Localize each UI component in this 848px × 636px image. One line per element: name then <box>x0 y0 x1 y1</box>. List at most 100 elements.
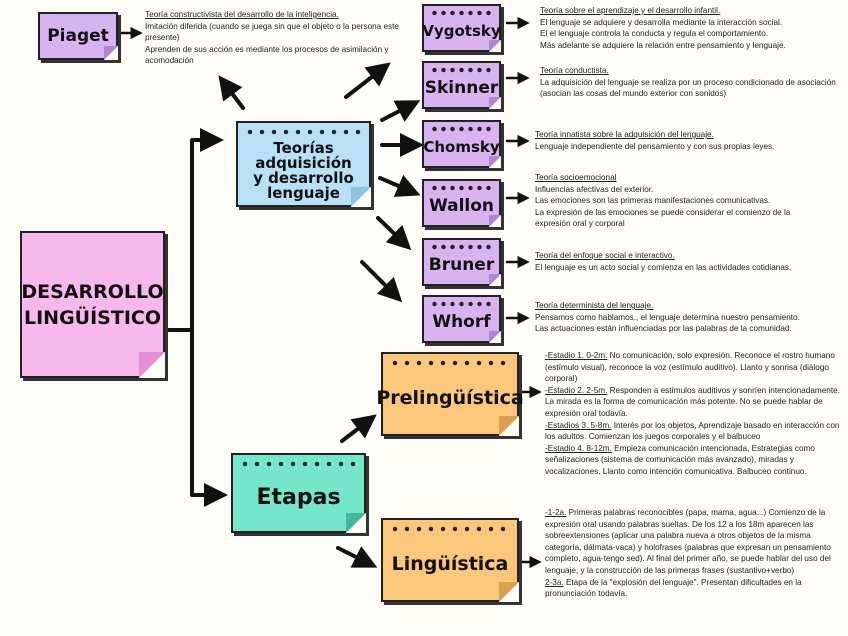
page-curl <box>499 582 519 602</box>
whorf-line: Pensamos como hablamos., el lenguaje det… <box>535 312 800 322</box>
stage-label: -Estadio 4. 8-12m. <box>545 443 612 453</box>
piaget-heading: Teoría constructivista del desarrollo de… <box>145 10 339 19</box>
stage-label: -Estadio 1. 0-2m. <box>545 351 608 360</box>
chomsky-heading: Teoría innatista sobre la adquisición de… <box>535 130 714 139</box>
root-label: DESARROLLO LINGÜÍSTICO <box>21 280 164 329</box>
page-curl <box>104 46 118 60</box>
wallon-description: Teoría socioemocional Influencias afecti… <box>535 172 825 230</box>
skinner-description: Teoría conductista. La adquisición del l… <box>540 65 840 100</box>
whorf-description: Teoría determinista del lenguaje. Pensam… <box>535 300 835 335</box>
arrow-bruner <box>376 216 412 251</box>
prelinguistica-item: -Estadio 2. 2-5m. Responden a estímulos … <box>545 385 840 420</box>
stage-label: -1-2a. <box>545 508 567 517</box>
vygotsky-line: Más adelante se adquiere la relación ent… <box>540 40 786 50</box>
prelinguistica-item: -Estadio 4. 8-12m. Empieza comunicación … <box>545 443 840 478</box>
vygotsky-line: El el lenguaje controla la conducta y re… <box>540 29 769 39</box>
spiral-binding <box>430 67 493 73</box>
chomsky-label: Chomsky <box>423 138 500 156</box>
spiral-binding <box>430 301 493 307</box>
wallon-heading: Teoría socioemocional <box>535 173 617 182</box>
piaget-line: Imitación diferida (cuando se juega sin … <box>145 21 399 43</box>
wallon-line: Las emociones son las primeras manifesta… <box>535 196 771 206</box>
linguistica-description: -1-2a. Primeras palabras reconocibles (p… <box>545 507 840 600</box>
wallon-line: La expresión de las emociones se puede c… <box>535 207 791 229</box>
spiral-binding <box>389 526 511 532</box>
spiral-binding <box>239 461 358 467</box>
vygotsky-label: Vygotsky <box>422 22 501 40</box>
prelinguistica-label: Prelingüística <box>376 387 524 409</box>
page-curl <box>489 97 501 109</box>
wallon-label: Wallon <box>428 196 495 216</box>
root-to-teorias-connector <box>163 128 224 332</box>
arrow-skinner <box>380 100 421 122</box>
stage-text: Etapa de la "explosión del lenguaje". Pr… <box>545 577 802 599</box>
whorf-line: Las actuaciones están influenciadas por … <box>535 324 792 334</box>
piaget-label: Piaget <box>47 26 109 46</box>
page-curl <box>346 513 366 533</box>
root-to-etapas-connector <box>190 328 228 507</box>
prelinguistica-item: -Estadio 1. 0-2m. No comunicación, solo … <box>545 350 840 385</box>
whorf-heading: Teoría determinista del lenguaje. <box>535 301 654 310</box>
etapas-node[interactable]: Etapas <box>231 453 366 533</box>
page-curl <box>489 215 501 227</box>
spiral-binding <box>430 126 493 132</box>
stage-label: -Estadio 2. 2-5m. <box>545 385 608 395</box>
skinner-node[interactable]: Skinner <box>422 61 501 109</box>
root-node[interactable]: DESARROLLO LINGÜÍSTICO <box>20 231 165 378</box>
etapas-label: Etapas <box>256 484 341 510</box>
prelinguistica-description: -Estadio 1. 0-2m. No comunicación, solo … <box>545 350 840 478</box>
arrow-piaget <box>218 75 245 110</box>
stage-text: Interés por los objetos, Aprendizaje bas… <box>545 420 840 442</box>
stage-text: Primeras palabras reconocibles (papa, ma… <box>545 508 831 575</box>
prelinguistica-node[interactable]: Prelingüística <box>376 352 524 436</box>
page-curl <box>489 331 501 343</box>
bruner-description: Teoría del enfoque social e interactivo.… <box>535 250 835 273</box>
skinner-label: Skinner <box>424 78 499 98</box>
page-curl <box>489 274 501 286</box>
arrow-wallon <box>378 174 421 197</box>
chomsky-node[interactable]: Chomsky <box>422 120 501 168</box>
spiral-binding <box>430 10 493 16</box>
stage-label: 2-3a. <box>545 577 564 587</box>
prelinguistica-item: -Estadios 3. 5-8m. Interés por los objet… <box>545 420 840 443</box>
linguistica-node[interactable]: Lingüística <box>381 518 519 602</box>
bruner-line: El lenguaje es un acto social y comienza… <box>535 262 792 272</box>
spiral-binding <box>244 129 363 135</box>
wallon-node[interactable]: Wallon <box>422 179 501 227</box>
piaget-node[interactable]: Piaget <box>38 12 118 60</box>
vygotsky-heading: Teoría sobre el aprendizaje y el desarro… <box>540 6 721 15</box>
skinner-line: La adquisición del lenguaje se realiza p… <box>540 77 836 99</box>
arrow-vygotsky <box>344 62 391 99</box>
bruner-heading: Teoría del enfoque social e interactivo. <box>535 251 675 260</box>
stage-text: No comunicación, solo expresión. Reconoc… <box>545 351 835 384</box>
linguistica-item: 2-3a. Etapa de la "explosión del lenguaj… <box>545 577 840 600</box>
bruner-label: Bruner <box>428 255 495 275</box>
chomsky-line: Lenguaje independiente del pensamiento y… <box>535 141 775 151</box>
piaget-description: Teoría constructivista del desarrollo de… <box>145 9 420 67</box>
spiral-binding <box>430 244 493 250</box>
linguistica-label: Lingüística <box>391 553 509 575</box>
arrow-prelinguistica <box>340 414 377 443</box>
page-curl <box>499 416 519 436</box>
page-curl <box>489 156 501 168</box>
page-curl <box>351 187 371 207</box>
whorf-node[interactable]: Whorf <box>422 295 501 343</box>
vygotsky-node[interactable]: Vygotsky <box>422 4 501 52</box>
wallon-line: Influencias afectivas del exterior. <box>535 184 654 194</box>
spiral-binding <box>389 360 511 366</box>
bruner-node[interactable]: Bruner <box>422 238 501 286</box>
stage-label: -Estadios 3. 5-8m. <box>545 420 612 430</box>
arrow-whorf <box>360 260 403 303</box>
stage-text: Responden a estímulos auditivos y sonríe… <box>545 385 840 418</box>
page-curl <box>489 40 501 52</box>
teorias-node[interactable]: Teorías adquisición y desarrollo lenguaj… <box>236 121 371 207</box>
whorf-label: Whorf <box>432 312 491 332</box>
vygotsky-description: Teoría sobre el aprendizaje y el desarro… <box>540 5 840 51</box>
vygotsky-line: El lenguaje se adquiere y desarrolla med… <box>540 17 783 27</box>
arrow-linguistica <box>336 546 378 568</box>
piaget-line: Aprenden de sus acción es mediante los p… <box>145 44 389 66</box>
linguistica-item: -1-2a. Primeras palabras reconocibles (p… <box>545 507 840 577</box>
page-curl <box>139 352 165 378</box>
chomsky-description: Teoría innatista sobre la adquisición de… <box>535 129 835 152</box>
